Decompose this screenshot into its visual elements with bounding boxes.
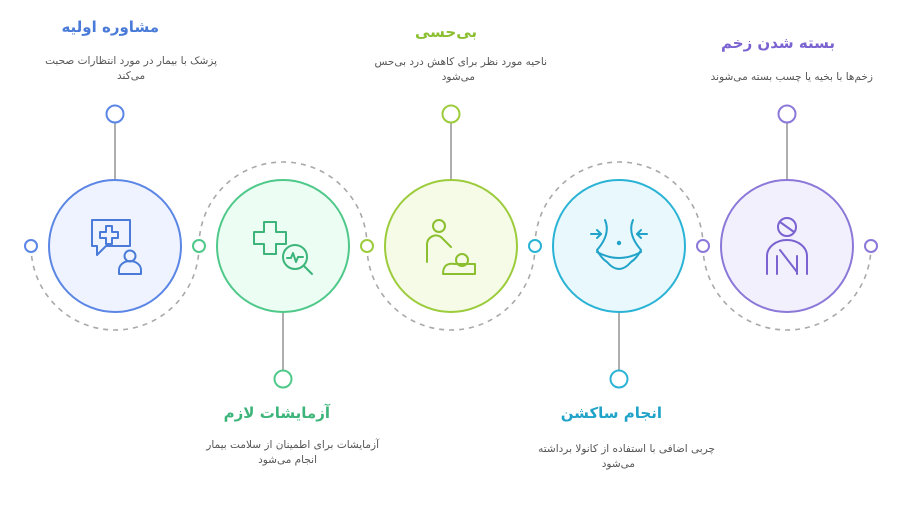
bandaged-person-icon xyxy=(766,217,808,275)
step-2-description: آزمایشات برای اطمینان از سلامت بیمار انج… xyxy=(206,438,379,468)
step-2-description-line-2: انجام می‌شود xyxy=(258,454,317,466)
connector-arc xyxy=(702,245,872,331)
step-2-description-line-1: آزمایشات برای اطمینان از سلامت بیمار xyxy=(206,439,379,451)
connector-arc xyxy=(534,161,704,247)
step-4-endpoint-dot xyxy=(609,369,629,389)
step-3-description-line-1: ناحیه مورد نظر برای کاهش درد بی‌حس xyxy=(374,56,547,68)
step-2-node xyxy=(216,179,350,389)
step-5-description: زخم‌ها با بخیه یا چسب بسته می‌شوند xyxy=(711,70,873,85)
chain-dot xyxy=(696,239,710,253)
step-2-title: آزمایشات لازم xyxy=(223,404,330,422)
connector-arc xyxy=(30,245,200,331)
caregiver-baby-icon xyxy=(426,219,476,275)
step-5-node xyxy=(720,104,854,313)
connector-arc xyxy=(366,245,536,331)
chain-dot xyxy=(528,239,542,253)
step-3-endpoint-dot xyxy=(441,104,461,124)
chain-dot xyxy=(864,239,878,253)
step-3-description-line-2: می‌شود xyxy=(441,71,475,83)
chain-dot xyxy=(24,239,38,253)
waist-body-arrows-icon xyxy=(590,219,648,270)
step-4-title: انجام ساکشن xyxy=(560,404,662,422)
connector-arc xyxy=(198,161,368,247)
step-5-description-line-1: زخم‌ها با بخیه یا چسب بسته می‌شوند xyxy=(710,71,873,83)
step-4-node xyxy=(552,179,686,389)
step-3-title: بی‌حسی xyxy=(414,23,477,41)
step-3-node xyxy=(384,104,518,313)
step-1-node xyxy=(48,104,182,313)
chain-dot xyxy=(192,239,206,253)
step-4-description: چربی اضافی با استفاده از کانولا برداشته … xyxy=(538,442,715,472)
step-1-endpoint-dot xyxy=(105,104,125,124)
step-4-description-line-2: می‌شود xyxy=(601,458,635,470)
step-3-description: ناحیه مورد نظر برای کاهش درد بی‌حس می‌شو… xyxy=(374,55,547,85)
step-1-description-line-1: پزشک با بیمار در مورد انتظارات صحبت xyxy=(45,55,217,67)
consultation-chat-person-icon xyxy=(91,219,142,275)
step-5-title: بسته شدن زخم xyxy=(721,34,835,52)
step-5-endpoint-dot xyxy=(777,104,797,124)
step-1-description: پزشک با بیمار در مورد انتظارات صحبت می‌ک… xyxy=(45,54,217,84)
step-1-description-line-2: می‌کند xyxy=(117,70,146,82)
medical-cross-magnifier-icon xyxy=(253,221,313,275)
chain-dot xyxy=(360,239,374,253)
step-1-title: مشاوره اولیه xyxy=(61,18,159,36)
step-4-description-line-1: چربی اضافی با استفاده از کانولا برداشته xyxy=(538,443,715,455)
step-2-endpoint-dot xyxy=(273,369,293,389)
